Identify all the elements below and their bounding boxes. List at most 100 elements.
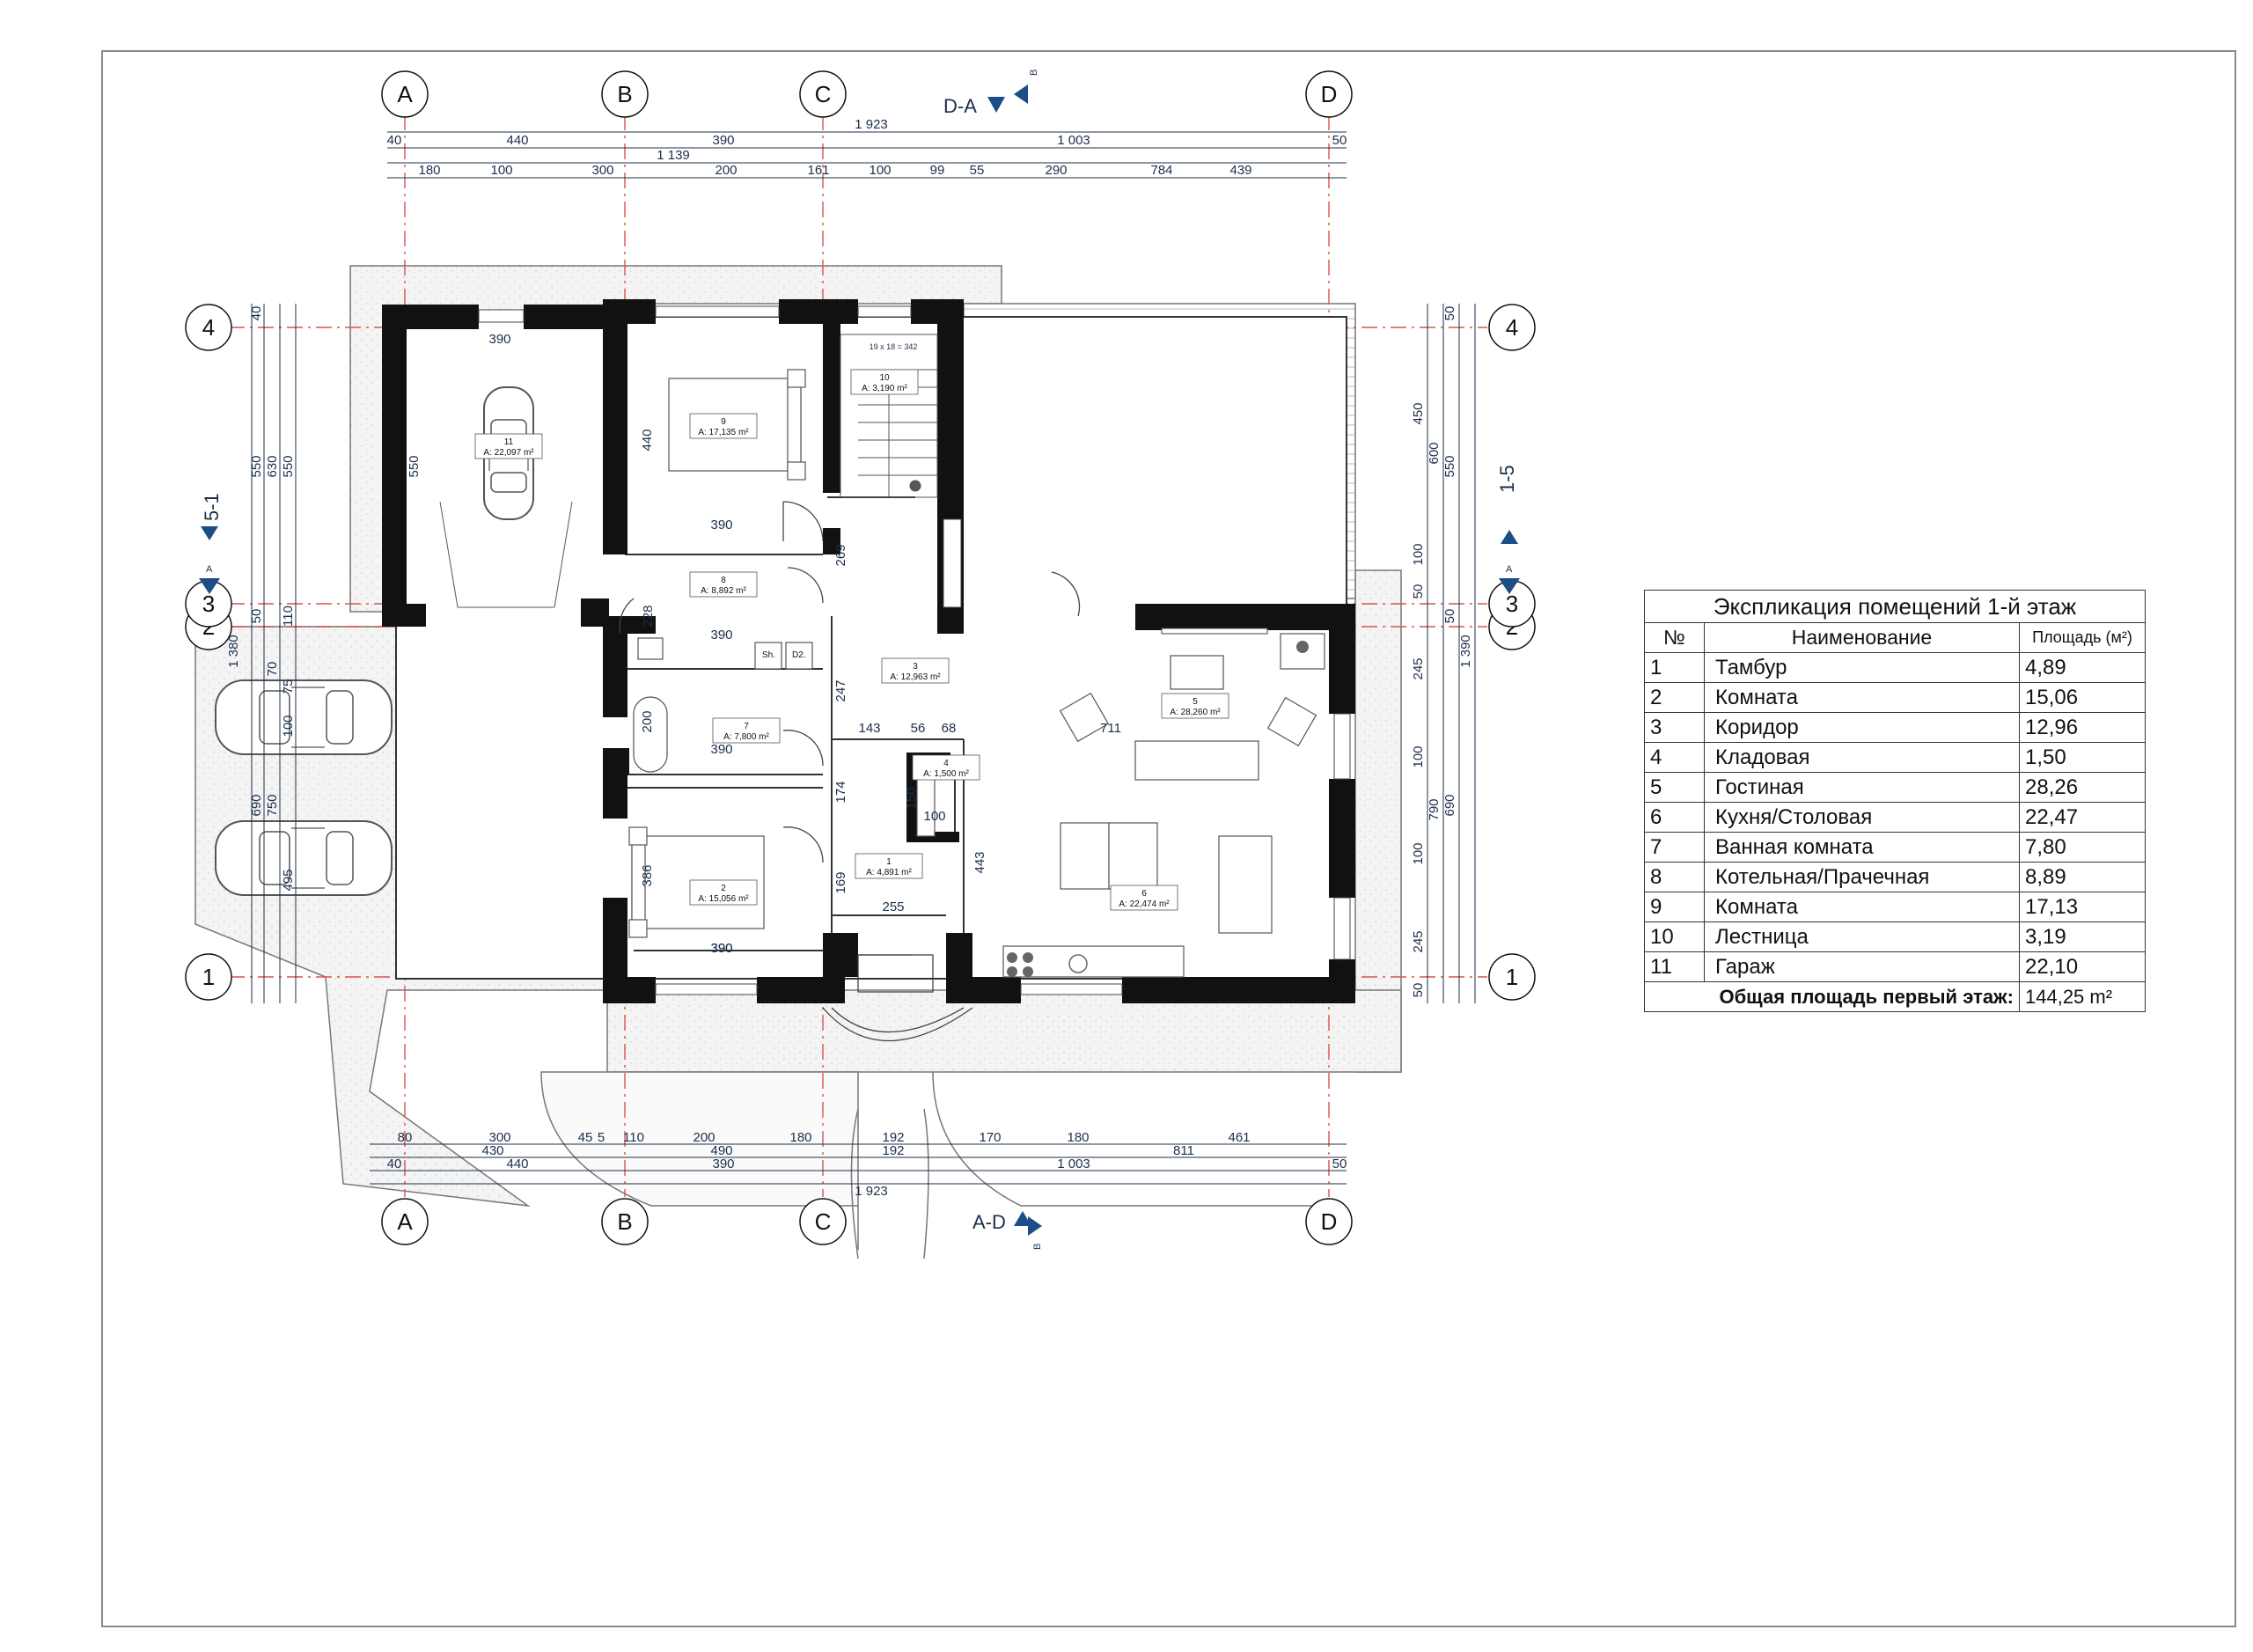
axis-label-4: 4 <box>1506 314 1518 341</box>
interior-dimension: 255 <box>882 899 904 914</box>
room-area: A: 17,135 m² <box>698 428 749 437</box>
row-name: Комната <box>1704 682 2020 713</box>
row-num: 7 <box>1644 832 1705 863</box>
room-tag-8: 8A: 8,892 m² <box>689 571 758 598</box>
row-area: 1,50 <box>2019 742 2146 773</box>
room-tag-5: 5A: 28,260 m² <box>1161 693 1229 719</box>
axis-bubble-C <box>799 70 847 118</box>
interior-dimension: 390 <box>710 941 732 956</box>
room-tag-7: 7A: 7,800 m² <box>712 717 781 744</box>
row-area: 8,89 <box>2019 862 2146 892</box>
axis-bubble-A <box>381 1198 429 1245</box>
interior-dimension: 19 x 18 = 342 <box>870 342 918 351</box>
dimension-value: 200 <box>693 1130 715 1145</box>
dimension-value: 100 <box>281 715 296 737</box>
dimension-value: 461 <box>1228 1130 1250 1145</box>
dimension-value: 192 <box>882 1130 904 1145</box>
dimension-value: 170 <box>979 1130 1001 1145</box>
fixture-label-d2: D2. <box>792 650 806 660</box>
row-area: 22,47 <box>2019 802 2146 833</box>
dimension-value: 50 <box>1442 609 1457 624</box>
dim-row-top-3: 1 139 <box>657 148 690 163</box>
axis-label-A: A <box>397 1208 413 1235</box>
row-num: 11 <box>1644 951 1705 982</box>
row-num: 4 <box>1644 742 1705 773</box>
header-area: Площадь (м²) <box>2019 622 2146 653</box>
room-number: 1 <box>886 857 892 867</box>
dimension-value: 180 <box>789 1130 811 1145</box>
kitchen-stove-icon <box>1007 641 1309 977</box>
dimension-value: 300 <box>591 163 613 178</box>
section-marker-right: 1-5 A <box>1496 465 1520 594</box>
interior-dimension: 269 <box>833 544 848 566</box>
axis-label-3: 3 <box>1506 591 1518 617</box>
row-name: Коридор <box>1704 712 2020 743</box>
interior-dimension: 390 <box>710 628 732 642</box>
dimension-value: 550 <box>249 455 264 477</box>
dimension-value: 495 <box>281 869 296 891</box>
dimension-value: 100 <box>869 163 891 178</box>
section-label-top: D-A <box>943 95 977 117</box>
room-area: A: 12,963 m² <box>890 672 941 682</box>
row-area: 28,26 <box>2019 772 2146 803</box>
axis-bubble-D <box>1305 70 1353 118</box>
dimension-value: 439 <box>1229 163 1251 178</box>
row-area: 17,13 <box>2019 892 2146 922</box>
row-num: 1 <box>1644 652 1705 683</box>
dimension-value: 690 <box>249 794 264 816</box>
garage-door-markings <box>439 501 573 608</box>
dimension-value: 1 003 <box>1057 133 1090 148</box>
section-letter-bottom: B <box>1032 1244 1043 1250</box>
room-tag-10: 10A: 3,190 m² <box>850 369 919 395</box>
row-name: Гараж <box>1704 951 2020 982</box>
row-name: Ванная комната <box>1704 832 2020 863</box>
row-area: 4,89 <box>2019 652 2146 683</box>
section-arrow-icon <box>1501 530 1518 544</box>
room-number: 5 <box>1193 697 1198 707</box>
axis-label-B: B <box>617 81 632 107</box>
dimension-value: 1 003 <box>1057 1156 1090 1171</box>
dimension-value: 80 <box>398 1130 413 1145</box>
dimension-value: 100 <box>1411 543 1426 565</box>
dimension-value: 245 <box>1411 657 1426 679</box>
dimension-value: 390 <box>712 133 734 148</box>
room-area: A: 3,190 m² <box>862 384 907 393</box>
total-label: Общая площадь первый этаж: <box>1644 981 2020 1012</box>
row-name: Кладовая <box>1704 742 2020 773</box>
row-num: 10 <box>1644 921 1705 952</box>
section-letter-right: A <box>1506 564 1513 575</box>
interior-dimension: 200 <box>640 710 655 732</box>
dimension-value: 110 <box>623 1130 644 1145</box>
interior-dimension: 390 <box>710 518 732 532</box>
room-number: 3 <box>913 662 918 672</box>
dimension-value: 600 <box>1427 442 1442 464</box>
axis-label-D: D <box>1321 81 1338 107</box>
room-area: A: 1,500 m² <box>923 769 969 779</box>
axis-bubble-A <box>381 70 429 118</box>
dimension-value: 100 <box>1411 842 1426 864</box>
dimension-value: 99 <box>930 163 945 178</box>
axis-label-1: 1 <box>202 964 215 990</box>
row-num: 5 <box>1644 772 1705 803</box>
dimension-value: 100 <box>490 163 512 178</box>
dimension-value: 1 139 <box>657 148 690 163</box>
axis-bubble-4 <box>1488 304 1536 351</box>
room-number: 6 <box>1141 889 1147 899</box>
dimension-lines <box>251 131 1476 1185</box>
dimension-value: 550 <box>281 455 296 477</box>
section-arrow-icon <box>201 526 218 540</box>
axis-bubble-C <box>799 1198 847 1245</box>
dimension-value: 55 <box>970 163 985 178</box>
dimension-value: 490 <box>710 1143 732 1158</box>
section-arrow-icon <box>1028 1216 1042 1236</box>
room-number: 11 <box>504 437 514 447</box>
